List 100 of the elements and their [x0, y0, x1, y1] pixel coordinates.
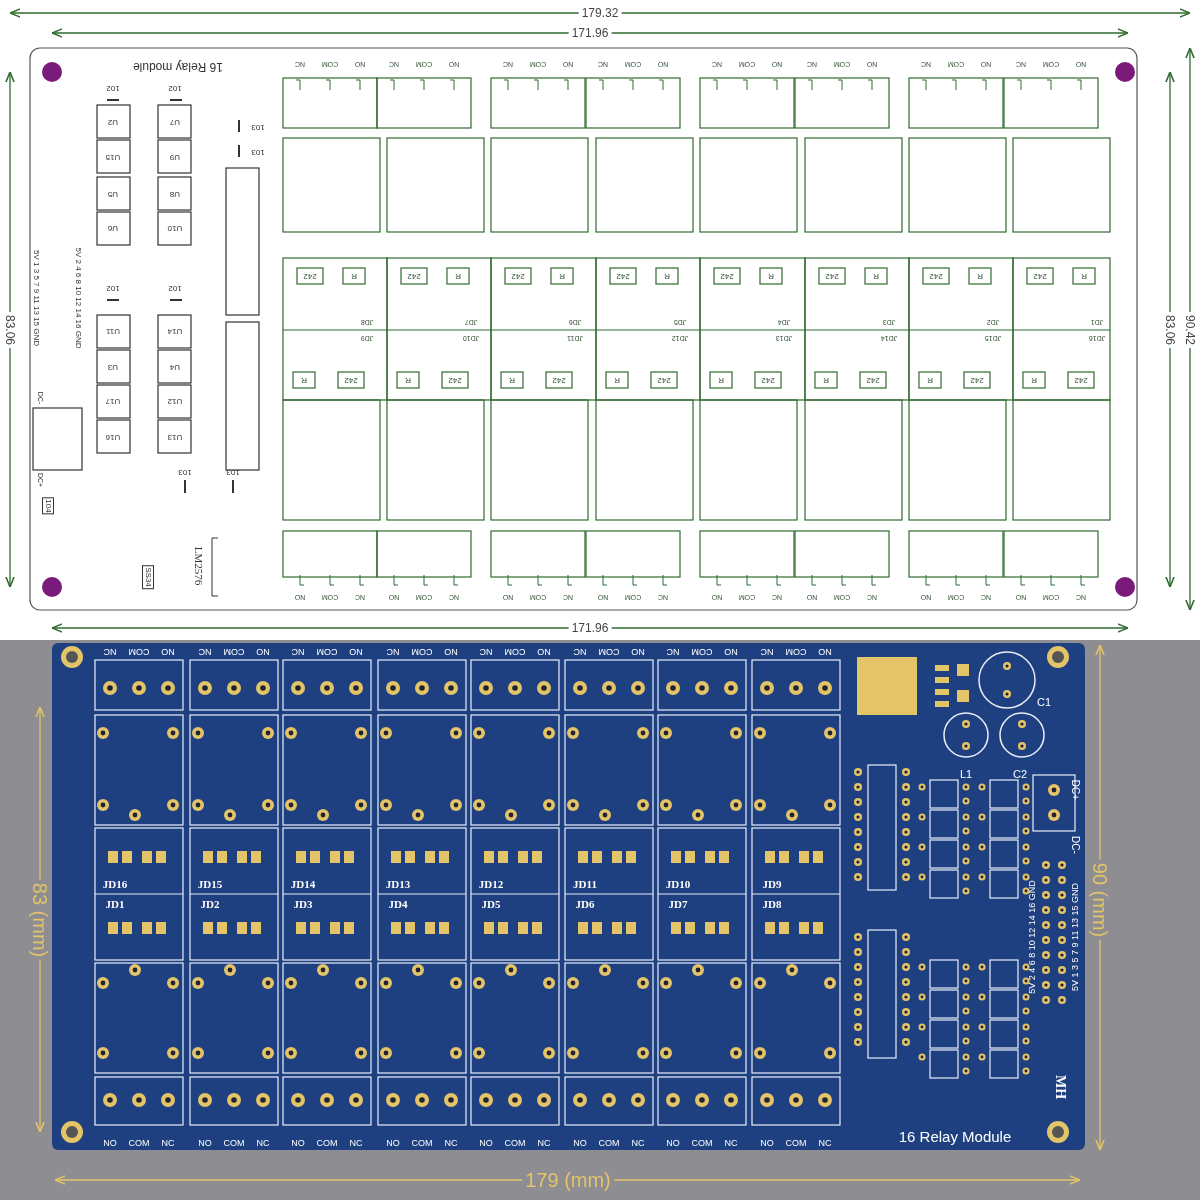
component-label: U14 — [167, 327, 183, 335]
component-label: 242 — [866, 376, 880, 384]
relay-label: JD8 — [762, 898, 782, 910]
terminal-label: NC — [631, 1138, 645, 1148]
component-label: 102 — [106, 284, 120, 292]
component-label: R — [977, 272, 983, 280]
component-label: R — [614, 376, 620, 384]
terminal-label: COM — [128, 646, 150, 656]
terminal-label: NO — [724, 646, 738, 656]
component-label: R — [823, 376, 829, 384]
terminal-label: NC — [349, 1138, 363, 1148]
terminal-label: NO — [537, 646, 551, 656]
component-label: U11 — [105, 327, 121, 335]
dimension-label: 171.96 — [568, 27, 612, 39]
component-label: U5 — [107, 190, 119, 198]
relay-label: JD14 — [290, 878, 316, 890]
component-label: 242 — [929, 272, 943, 280]
terminal-label: COM — [785, 646, 807, 656]
component-label: R — [351, 272, 357, 280]
terminal-label: NO — [349, 646, 363, 656]
component-label: 103 — [251, 123, 265, 131]
component-label: C1 — [1036, 696, 1052, 708]
pin-label: 5V 1 3 5 7 9 11 13 15 GND — [32, 250, 40, 346]
terminal-label: NC — [161, 1138, 175, 1148]
terminal-label: COM — [504, 646, 526, 656]
terminal-label: NO — [818, 646, 832, 656]
component-label: 103 — [226, 468, 240, 476]
terminal-label: COM — [504, 1138, 526, 1148]
relay-label: JD3 — [293, 898, 313, 910]
terminal-label: NO — [256, 646, 270, 656]
component-label: U15 — [105, 153, 121, 161]
relay-label: JD10 — [665, 878, 691, 890]
terminal-label: NO — [291, 1138, 305, 1148]
terminal-label: NC — [444, 1138, 458, 1148]
terminal-label: NO — [198, 1138, 212, 1148]
dimension-label: 90 (mm) — [1090, 859, 1110, 941]
component-label: 104 — [42, 497, 54, 515]
terminal-label: NO — [573, 1138, 587, 1148]
terminal-label: NC — [291, 646, 305, 656]
component-label: LM2576 — [192, 546, 204, 586]
dimension-label: 179 (mm) — [522, 1170, 614, 1190]
component-label: 242 — [657, 376, 671, 384]
terminal-label: COM — [411, 1138, 433, 1148]
component-label: 102 — [168, 84, 182, 92]
dimension-label: 179.32 — [578, 7, 622, 19]
terminal-label: NC — [479, 646, 493, 656]
component-label: 242 — [825, 272, 839, 280]
board-title: 16 Relay Module — [898, 1128, 1012, 1144]
terminal-label: NC — [818, 1138, 832, 1148]
component-label: 242 — [344, 376, 358, 384]
terminal-label: NO — [760, 1138, 774, 1148]
pin-label: 5V 1 3 5 7 9 11 13 15 GND — [1070, 883, 1080, 991]
relay-label: JD7 — [668, 898, 688, 910]
relay-label: JD12 — [478, 878, 504, 890]
component-label: U10 — [167, 224, 183, 232]
component-label: R — [1081, 272, 1087, 280]
relay-label: JD1 — [105, 898, 125, 910]
terminal-label: COM — [691, 646, 713, 656]
component-label: U12 — [167, 397, 183, 405]
component-label: U7 — [169, 118, 181, 126]
terminal-label: NC — [537, 1138, 551, 1148]
terminal-label: COM — [316, 646, 338, 656]
terminal-label: NC — [198, 646, 212, 656]
pin-label: DC+ — [1070, 779, 1080, 801]
component-label: 242 — [761, 376, 775, 384]
terminal-label: NC — [666, 646, 680, 656]
terminal-label: NO — [444, 646, 458, 656]
component-label: 242 — [616, 272, 630, 280]
terminal-label: COM — [598, 646, 620, 656]
pin-label: 5V 2 4 6 8 10 12 14 16 GND — [1027, 880, 1037, 994]
component-label: U9 — [169, 153, 181, 161]
relay-label: JD5 — [481, 898, 501, 910]
component-label: R — [405, 376, 411, 384]
component-label: 242 — [970, 376, 984, 384]
component-label: L1 — [959, 768, 973, 780]
terminal-label: NC — [103, 646, 117, 656]
relay-label: JD6 — [575, 898, 595, 910]
dimension-label: 90.42 — [1184, 312, 1196, 348]
terminal-label: COM — [598, 1138, 620, 1148]
terminal-label: COM — [411, 646, 433, 656]
component-label: 242 — [511, 272, 525, 280]
component-label: R — [664, 272, 670, 280]
terminal-label: NC — [256, 1138, 270, 1148]
component-label: SS34 — [142, 565, 154, 589]
dimension-label: 171.96 — [568, 622, 612, 634]
terminal-label: COM — [785, 1138, 807, 1148]
relay-label: JD15 — [197, 878, 223, 890]
component-label: 242 — [448, 376, 462, 384]
component-label: U4 — [169, 363, 181, 371]
component-label: 103 — [251, 148, 265, 156]
component-label: 242 — [1033, 272, 1047, 280]
dimension-label: 83.06 — [4, 312, 16, 348]
terminal-label: NC — [573, 646, 587, 656]
component-label: 242 — [720, 272, 734, 280]
terminal-label: COM — [316, 1138, 338, 1148]
terminal-label: COM — [223, 646, 245, 656]
component-label: R — [768, 272, 774, 280]
component-label: 103 — [178, 468, 192, 476]
terminal-label: NC — [724, 1138, 738, 1148]
component-label: U8 — [169, 190, 181, 198]
